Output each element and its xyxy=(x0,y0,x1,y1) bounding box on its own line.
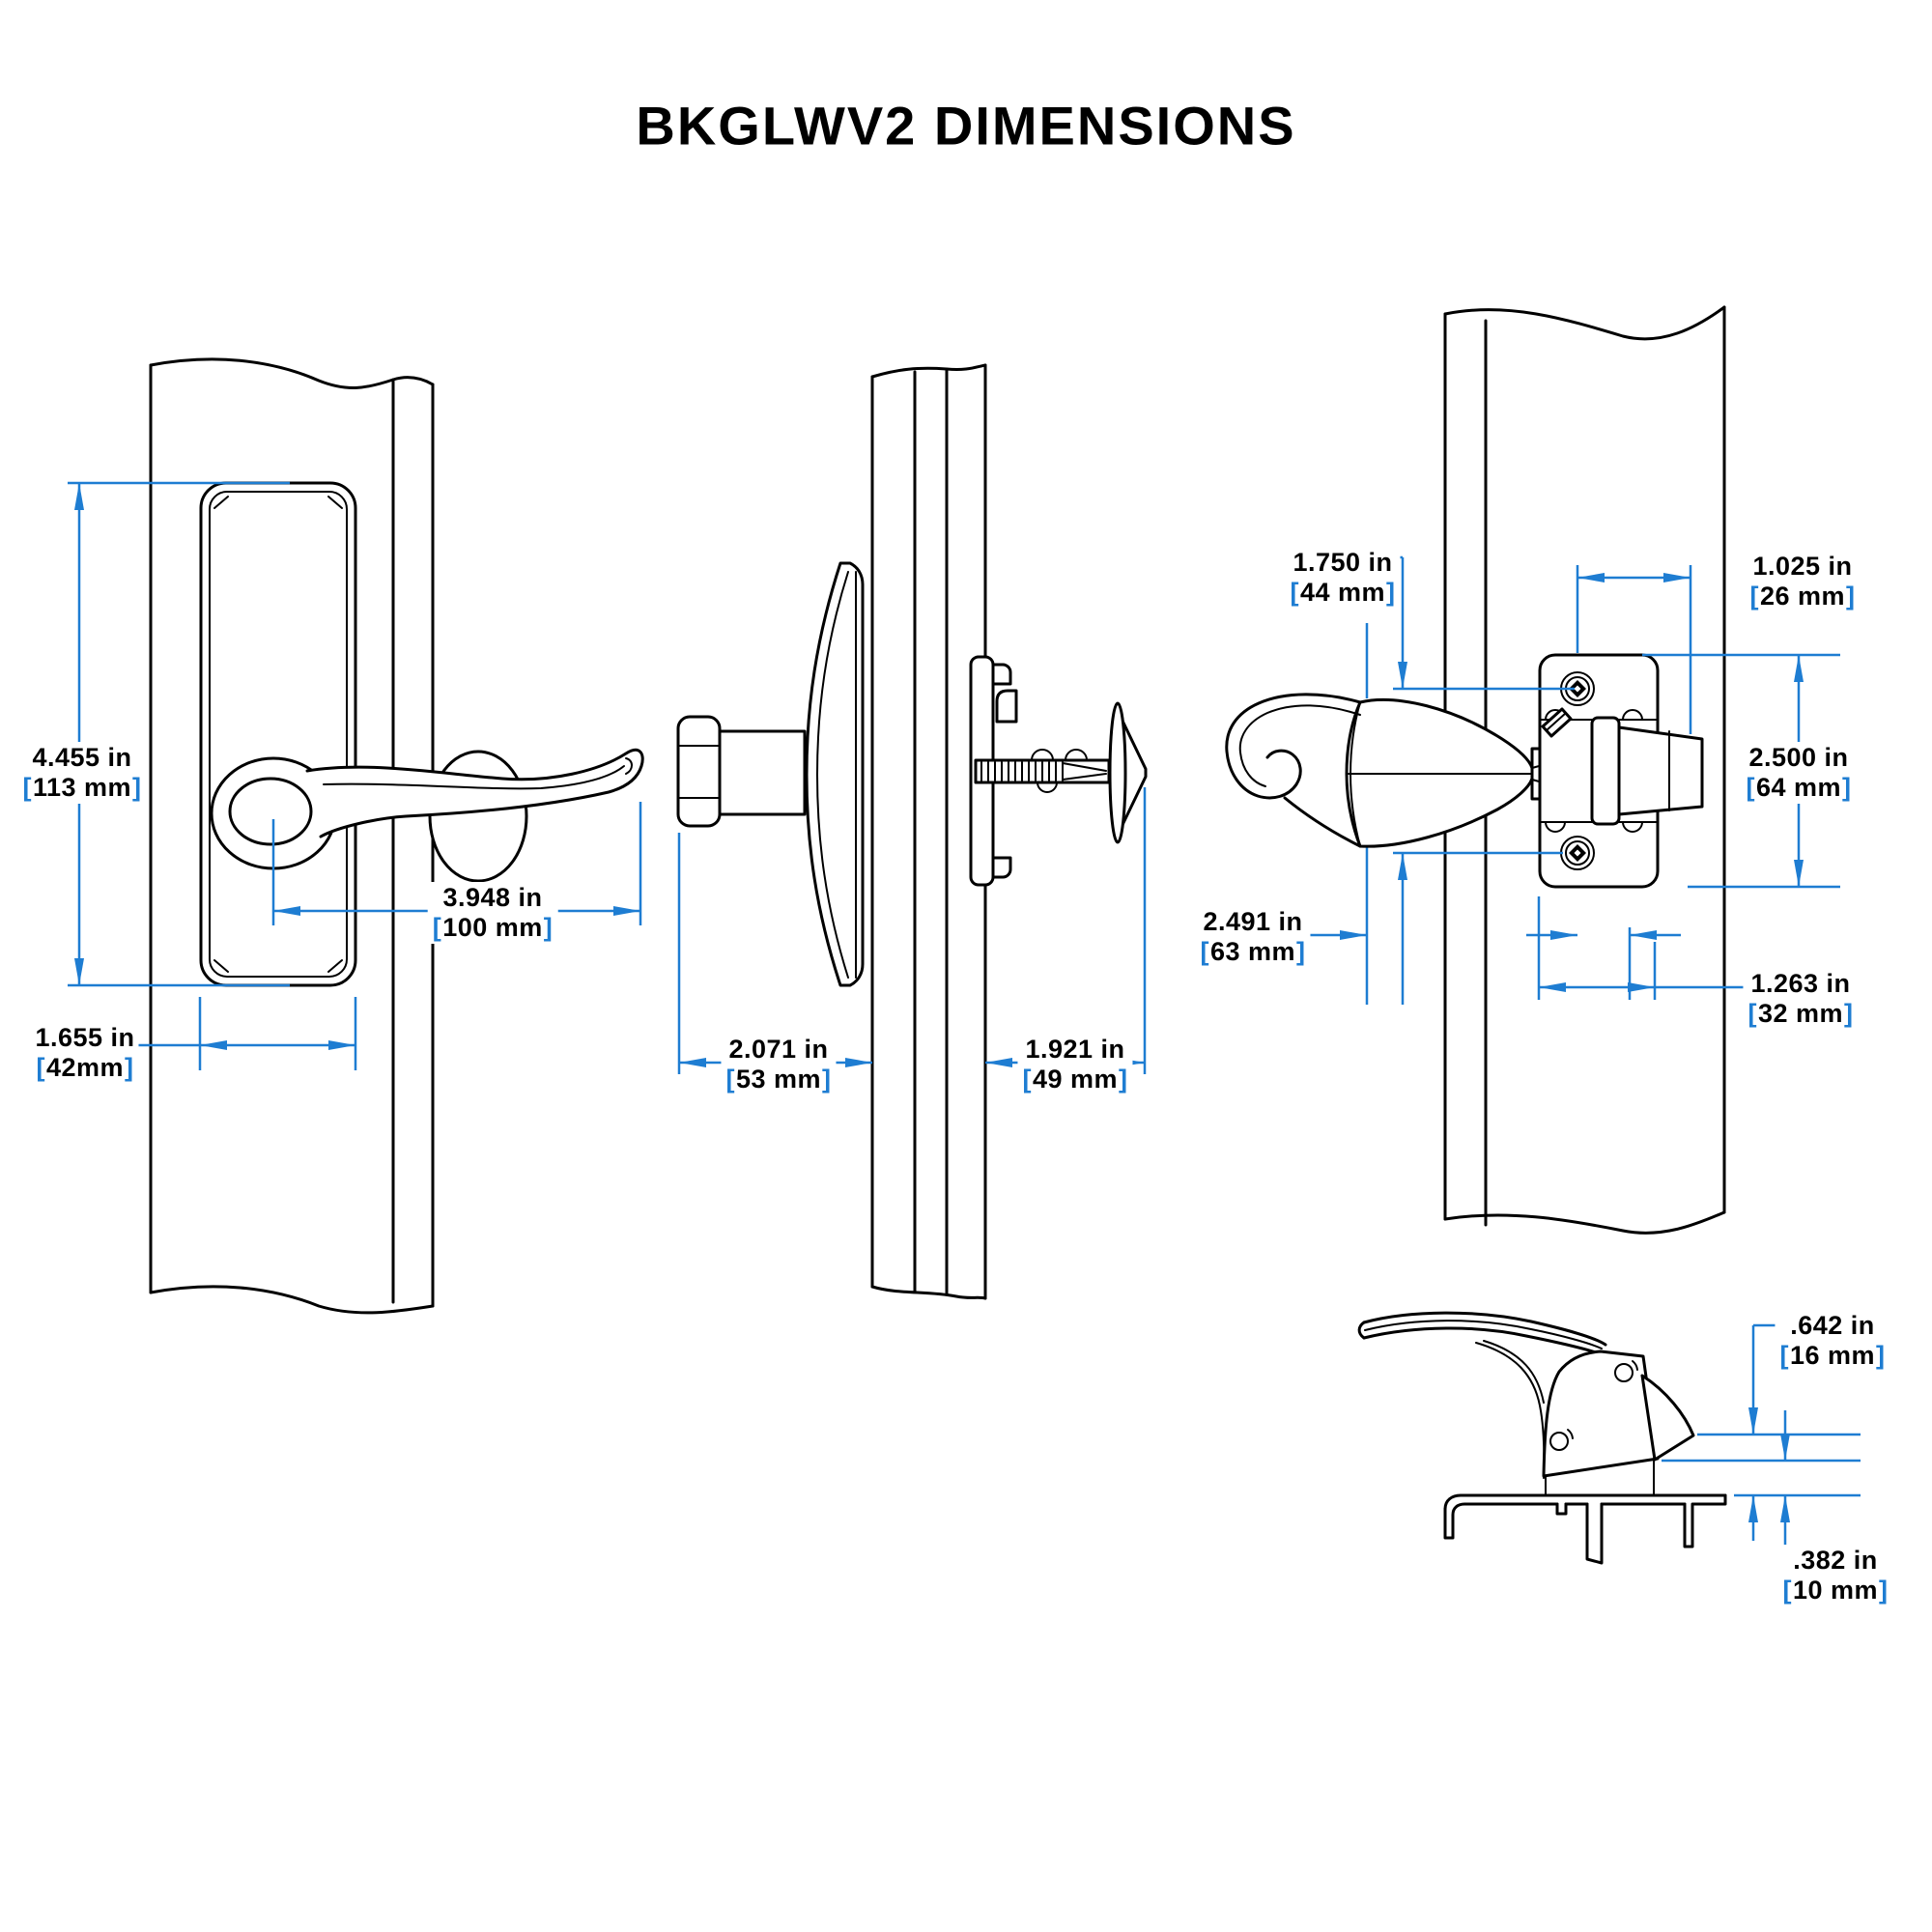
bracket-icon: [ xyxy=(36,1053,45,1082)
side-door-outline xyxy=(870,363,987,1300)
dim-lever-projection: 2.491 in [63 mm] xyxy=(1195,906,1311,968)
bracket-icon: ] xyxy=(1119,1065,1128,1094)
bracket-icon: ] xyxy=(1386,578,1396,607)
latch-door-outline xyxy=(1443,305,1726,1235)
dim-latch-tip-height: .642 in [16 mm] xyxy=(1775,1310,1890,1372)
latch-bracket xyxy=(1538,653,1704,889)
latch-handle-cone xyxy=(1225,693,1534,848)
dim-bracket-width: 1.263 in [32 mm] xyxy=(1743,968,1859,1030)
bracket-icon: ] xyxy=(1876,1341,1886,1370)
bracket-icon: [ xyxy=(1022,1065,1032,1094)
front-dimension-lines xyxy=(68,481,642,1070)
front-door-outline xyxy=(149,357,435,1315)
dim-front-lever-reach: 3.948 in [100 mm] xyxy=(427,882,558,944)
latch-view-drawing xyxy=(1225,305,1840,1235)
bracket-icon: ] xyxy=(1842,773,1852,802)
bracket-icon: ] xyxy=(1844,999,1854,1028)
bracket-icon: ] xyxy=(543,913,554,942)
dim-latch-offset: 1.025 in [26 mm] xyxy=(1745,551,1861,612)
bracket-icon: [ xyxy=(1200,937,1209,966)
side-escutcheon-edge xyxy=(805,561,865,987)
bracket-icon: ] xyxy=(125,1053,134,1082)
dim-front-plate-width: 1.655 in [42mm] xyxy=(31,1022,139,1084)
screw-bottom xyxy=(1560,836,1595,870)
dim-base-plate-height: .382 in [10 mm] xyxy=(1777,1545,1893,1606)
bracket-icon: ] xyxy=(822,1065,832,1094)
dim-front-height: 4.455 in [113 mm] xyxy=(17,742,147,804)
side-spindle-shaft xyxy=(974,689,1148,844)
front-lever-handle xyxy=(210,748,644,870)
bracket-icon: [ xyxy=(1746,773,1755,802)
front-rosette xyxy=(428,750,528,883)
bracket-icon: ] xyxy=(1296,937,1306,966)
bracket-icon: [ xyxy=(22,773,32,802)
bracket-icon: ] xyxy=(1846,582,1856,611)
side-view-drawing xyxy=(676,363,1148,1300)
side-dimension-lines xyxy=(677,787,1147,1074)
bracket-icon: ] xyxy=(1879,1576,1889,1605)
bracket-icon: [ xyxy=(432,913,442,942)
dim-side-latch-projection: 1.921 in [49 mm] xyxy=(1017,1034,1133,1095)
page-title: BKGLWV2 DIMENSIONS xyxy=(636,95,1296,156)
bracket-icon: [ xyxy=(1290,578,1299,607)
bracket-icon: [ xyxy=(725,1065,735,1094)
bracket-icon: [ xyxy=(1747,999,1757,1028)
bracket-icon: ] xyxy=(132,773,142,802)
dim-bracket-height: 2.500 in [64 mm] xyxy=(1741,742,1857,804)
dim-side-knob-projection: 2.071 in [53 mm] xyxy=(721,1034,837,1095)
detail-latch-body xyxy=(1542,1350,1695,1496)
side-thumb-knob xyxy=(676,715,807,828)
front-view-drawing xyxy=(68,357,644,1315)
bracket-icon: [ xyxy=(1782,1576,1792,1605)
bracket-icon: [ xyxy=(1779,1341,1789,1370)
latch-bolt xyxy=(1617,725,1704,816)
detail-latch-tongue xyxy=(1640,1374,1695,1462)
detail-base-plate xyxy=(1443,1493,1727,1565)
bracket-icon: [ xyxy=(1749,582,1759,611)
dim-screw-spacing: 1.750 in [44 mm] xyxy=(1285,547,1401,609)
